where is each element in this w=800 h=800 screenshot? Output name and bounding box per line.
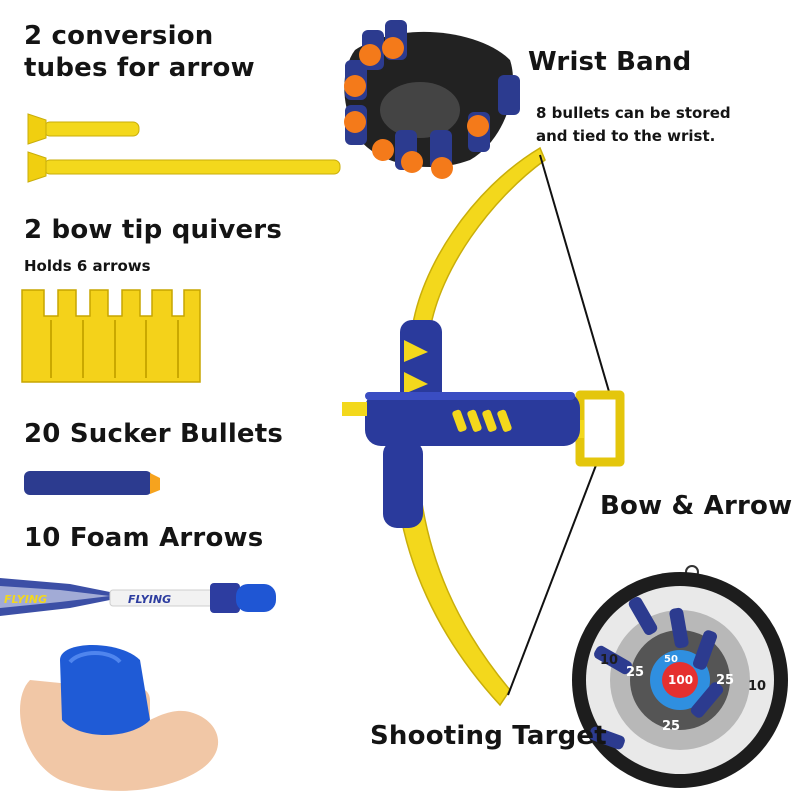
wristband-title: Wrist Band <box>528 47 692 77</box>
arrow-print-text: FLYING <box>128 593 171 606</box>
arrow-fletching-print-text: FLYING <box>4 593 47 606</box>
bullets-title: 20 Sucker Bullets <box>24 419 284 449</box>
target-mid-score-left: 25 <box>626 665 644 680</box>
quivers-subtitle: Holds 6 arrows <box>24 257 151 275</box>
wristband-desc-line2: and tied to the wrist. <box>536 127 716 145</box>
target-title: Shooting Target <box>370 721 607 751</box>
conversion-tube-short <box>27 113 140 145</box>
bow-title: Bow & Arrow <box>600 491 793 521</box>
target-inner-score: 50 <box>664 654 678 665</box>
bow-tip-quivers <box>21 289 201 383</box>
arrows-title: 10 Foam Arrows <box>24 523 264 553</box>
target-center-score: 100 <box>668 673 693 687</box>
target-mid-score-right: 25 <box>716 673 734 688</box>
wrist-band <box>344 20 520 179</box>
quivers-title: 2 bow tip quivers <box>24 215 283 245</box>
target-outer-score-left: 10 <box>600 653 618 668</box>
tubes-title-line2: tubes for arrow <box>24 53 255 83</box>
hand-holding-foam-tip <box>20 645 219 791</box>
foam-arrow <box>0 578 276 616</box>
target-outer-score-right: 10 <box>748 679 766 694</box>
sucker-bullet <box>24 471 160 495</box>
wristband-desc-line1: 8 bullets can be stored <box>536 104 731 122</box>
conversion-tube-long <box>27 151 341 183</box>
bow <box>342 146 625 707</box>
shooting-target <box>572 565 788 788</box>
tubes-title-line1: 2 conversion <box>24 21 214 51</box>
target-mid-score-bottom: 25 <box>662 719 680 734</box>
